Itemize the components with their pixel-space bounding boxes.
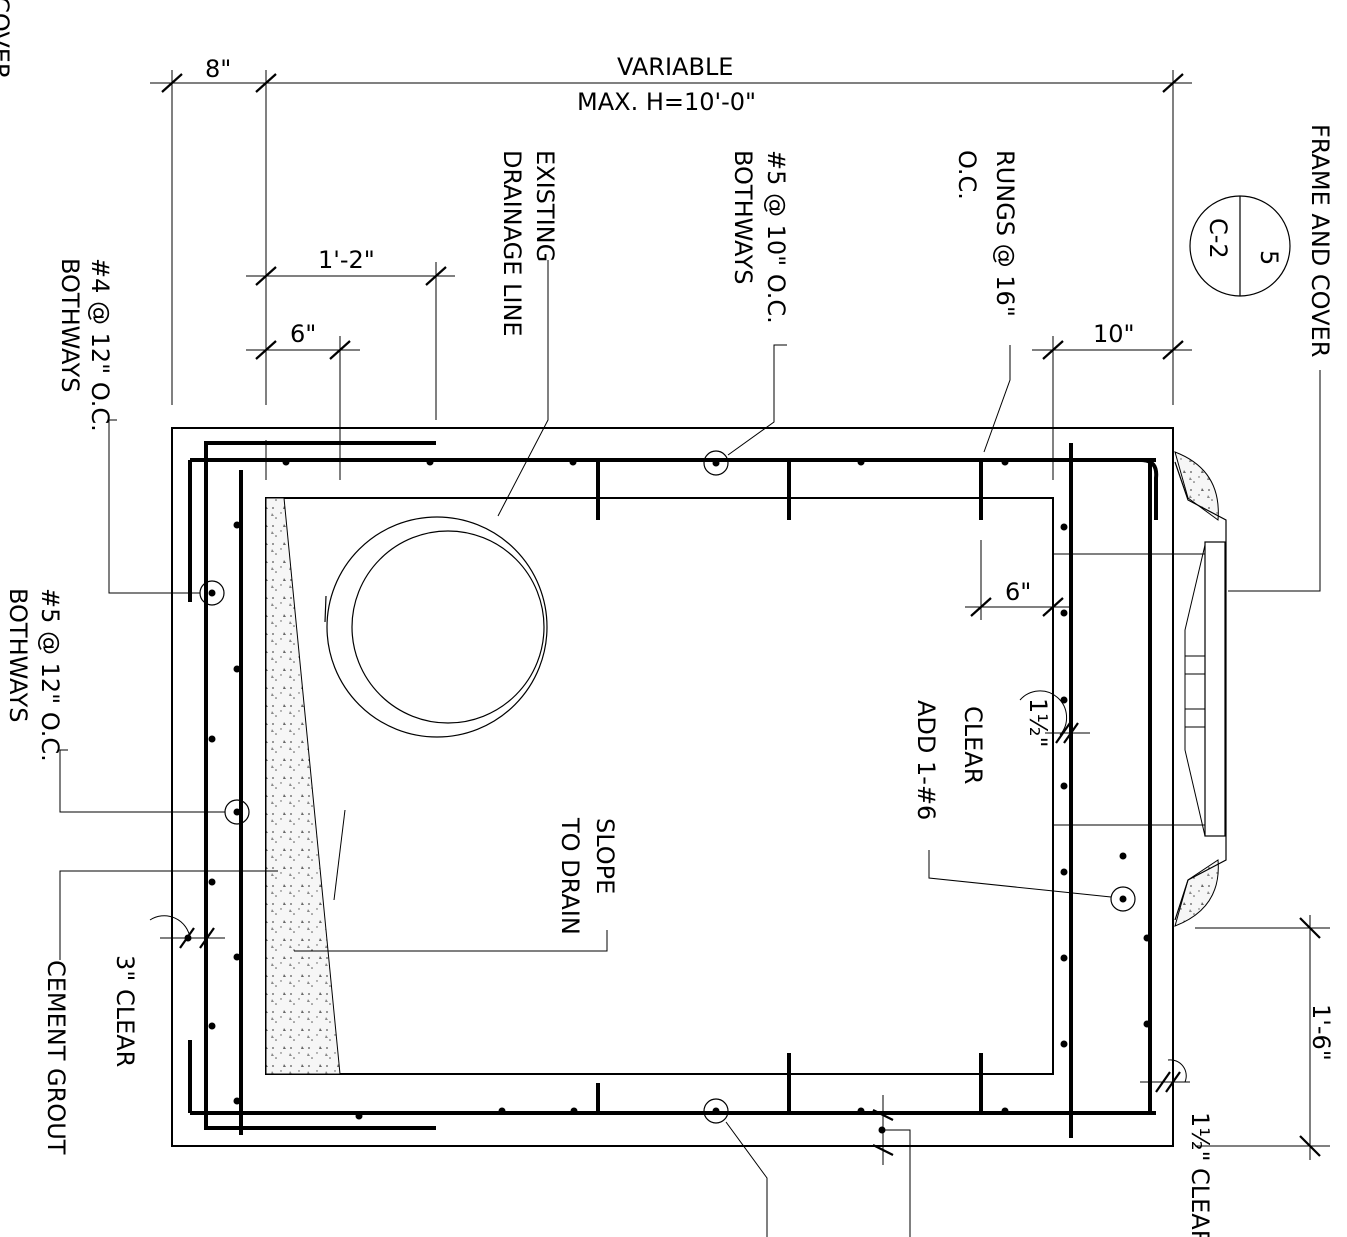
inner-rebar-cage [204, 441, 1073, 1138]
detail-number: 5 [1255, 250, 1283, 265]
dim-1-2: 1'-2" [318, 246, 375, 274]
cement-grout-fill [265, 497, 341, 1075]
dim-1-6: 1'-6" [1307, 1004, 1335, 1061]
dim-6-top: 6" [290, 320, 316, 348]
bar5-10-bothways: BOTHWAYS [729, 150, 757, 285]
clear-3-label: 3" CLEAR [111, 955, 139, 1067]
dim-variable: VARIABLE [617, 53, 733, 81]
dim-10: 10" [1093, 320, 1135, 348]
rungs-label-oc: O.C. [953, 150, 981, 200]
dim-max-height: MAX. H=10'-0" [577, 88, 756, 116]
outer-rebar-cage [188, 458, 1159, 1115]
callout-bars [199, 450, 1136, 1124]
frame-and-cover [1053, 451, 1227, 927]
detail-sheet: C-2 [1204, 218, 1232, 259]
detail-callout-bubble [1189, 195, 1291, 297]
dim-8-inch: 8" [205, 55, 231, 83]
frame-and-cover-label: FRAME AND COVER [1306, 124, 1334, 357]
bar5-12-bothways: BOTHWAYS [4, 588, 32, 723]
rebar-dots [184, 458, 1151, 1134]
horizontal-labels: 8" VARIABLE MAX. H=10'-0" 1'-2" 6" 10" 6… [205, 53, 1135, 606]
cement-grout-label: CEMENT GROUT [42, 960, 70, 1155]
leader-lines [59, 260, 1321, 1237]
bar4-12-bothways: BOTHWAYS [56, 258, 84, 393]
dimension-lines [150, 70, 1330, 1165]
add-bar-label: ADD 1-#6 [912, 700, 940, 820]
dim-6-right: 6" [1005, 578, 1031, 606]
drain-label-existing: EXISTING [531, 150, 559, 262]
frame-cover-cut-label: D COVER [0, 0, 14, 80]
clear-mid-fraction: 1½" [1024, 698, 1052, 748]
clear-mid-label: CLEAR [959, 706, 987, 784]
slope-to-drain: TO DRAIN [556, 817, 584, 935]
outer-wall [171, 427, 1174, 1147]
drainage-pipe [324, 516, 548, 738]
rungs-label: RUNGS @ 16" [991, 150, 1019, 317]
bar5-12-label: #5 @ 12" O.C. [36, 588, 64, 762]
bar4-12-label: #4 @ 12" O.C. [86, 258, 114, 432]
slope-label: SLOPE [591, 818, 619, 894]
clear-bottom-label: CLEAR [1186, 1168, 1214, 1237]
clear-bottom-fraction: 1½" [1186, 1112, 1214, 1162]
bar5-10-label: #5 @ 10" O.C. [762, 150, 790, 324]
drain-label-line: DRAINAGE LINE [498, 150, 526, 337]
